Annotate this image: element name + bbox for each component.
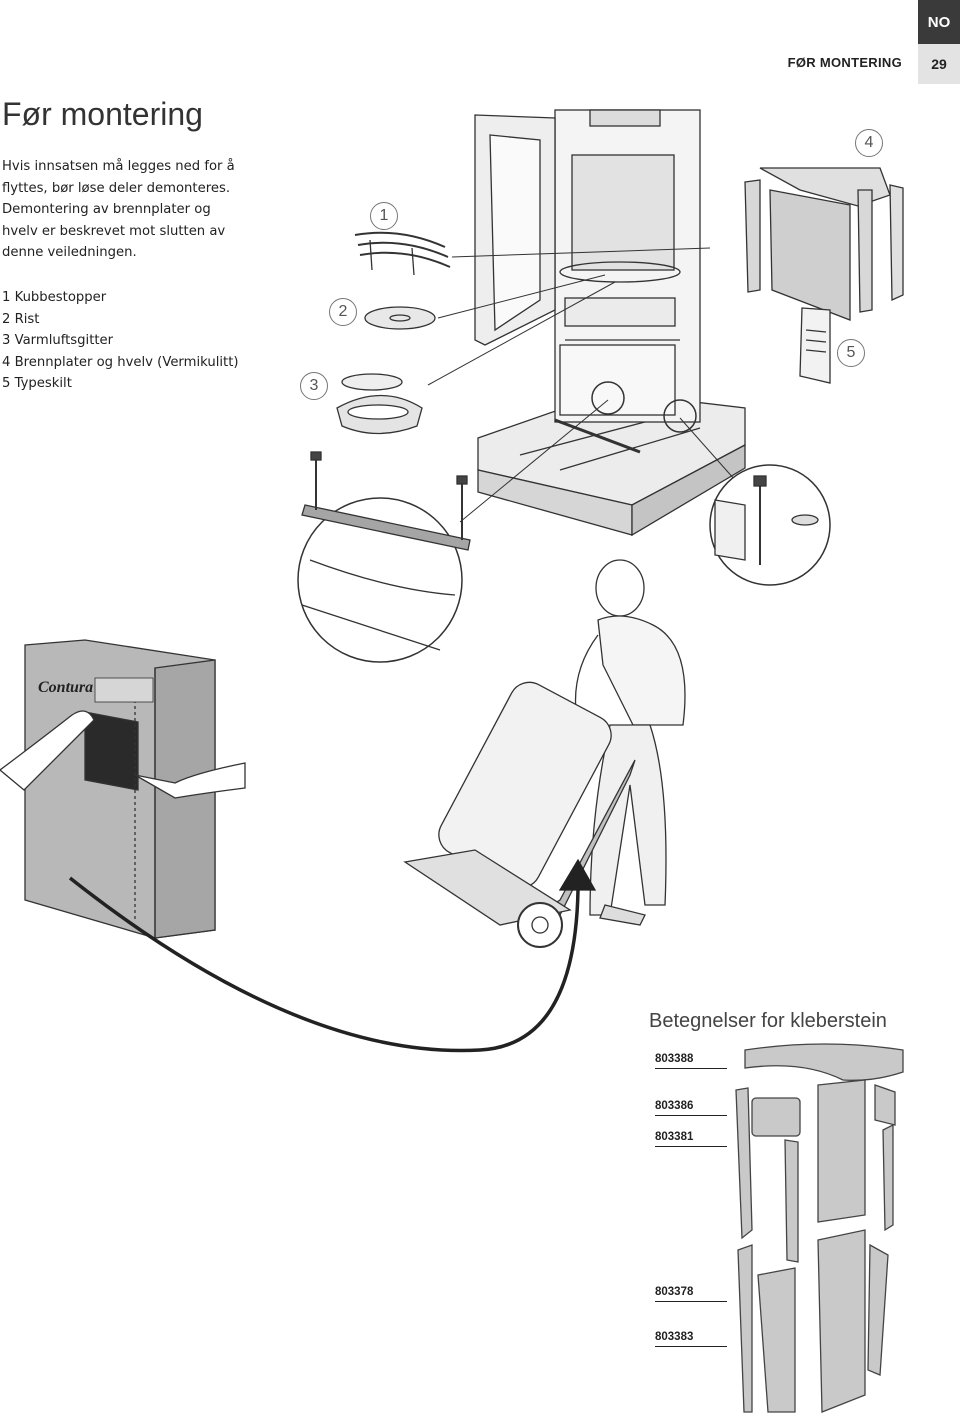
type-plate-drawing: [799, 307, 831, 384]
stone-code-label: 803378: [655, 1286, 727, 1302]
soapstone-parts-drawing: [735, 1043, 904, 1413]
section-header: FØR MONTERING: [787, 55, 902, 70]
parts-list-item: 3 Varmluftsgitter: [2, 333, 114, 348]
detail-circle-left: [297, 451, 471, 663]
page-number: 29: [918, 44, 960, 84]
parts-list-item: 1 Kubbestopper: [2, 290, 107, 305]
vermiculite-plates-drawing: [744, 167, 904, 321]
hands-drawing: [0, 710, 246, 799]
person-handtruck-drawing: [403, 559, 686, 948]
air-grille-drawing: [336, 373, 423, 435]
curved-arrow-drawing: [68, 858, 597, 1053]
stone-code-label: 803388: [655, 1053, 727, 1069]
callout-4: 4: [855, 129, 883, 157]
parts-list-item: 2 Rist: [2, 311, 40, 327]
stone-code-label: 803381: [655, 1131, 727, 1147]
stone-code-label: 803386: [655, 1100, 727, 1116]
parts-list-item: 5 Typeskilt: [2, 376, 72, 391]
box-brand-text: Contura: [38, 679, 93, 696]
grate-drawing: [364, 306, 436, 330]
stone-code-label: 803383: [655, 1331, 727, 1347]
log-retainer-drawing: [354, 231, 451, 276]
detail-circle-right: [709, 464, 831, 586]
parts-list-item: 4 Brennplater og hvelv (Vermikulitt): [2, 354, 239, 370]
callout-3: 3: [300, 372, 328, 400]
page-title: Før montering: [2, 96, 203, 132]
callout-2: 2: [329, 298, 357, 326]
stove-body-drawing: [474, 109, 701, 454]
soapstone-title: Betegnelser for kleberstein: [649, 1010, 887, 1032]
intro-paragraph: Hvis innsatsen må legges ned for å flytt…: [2, 159, 235, 260]
parts-list: 1 Kubbestopper 2 Rist 3 Varmluftsgitter …: [2, 287, 239, 395]
callout-1: 1: [370, 202, 398, 230]
callout-5: 5: [837, 339, 865, 367]
language-tab: NO: [918, 0, 960, 44]
